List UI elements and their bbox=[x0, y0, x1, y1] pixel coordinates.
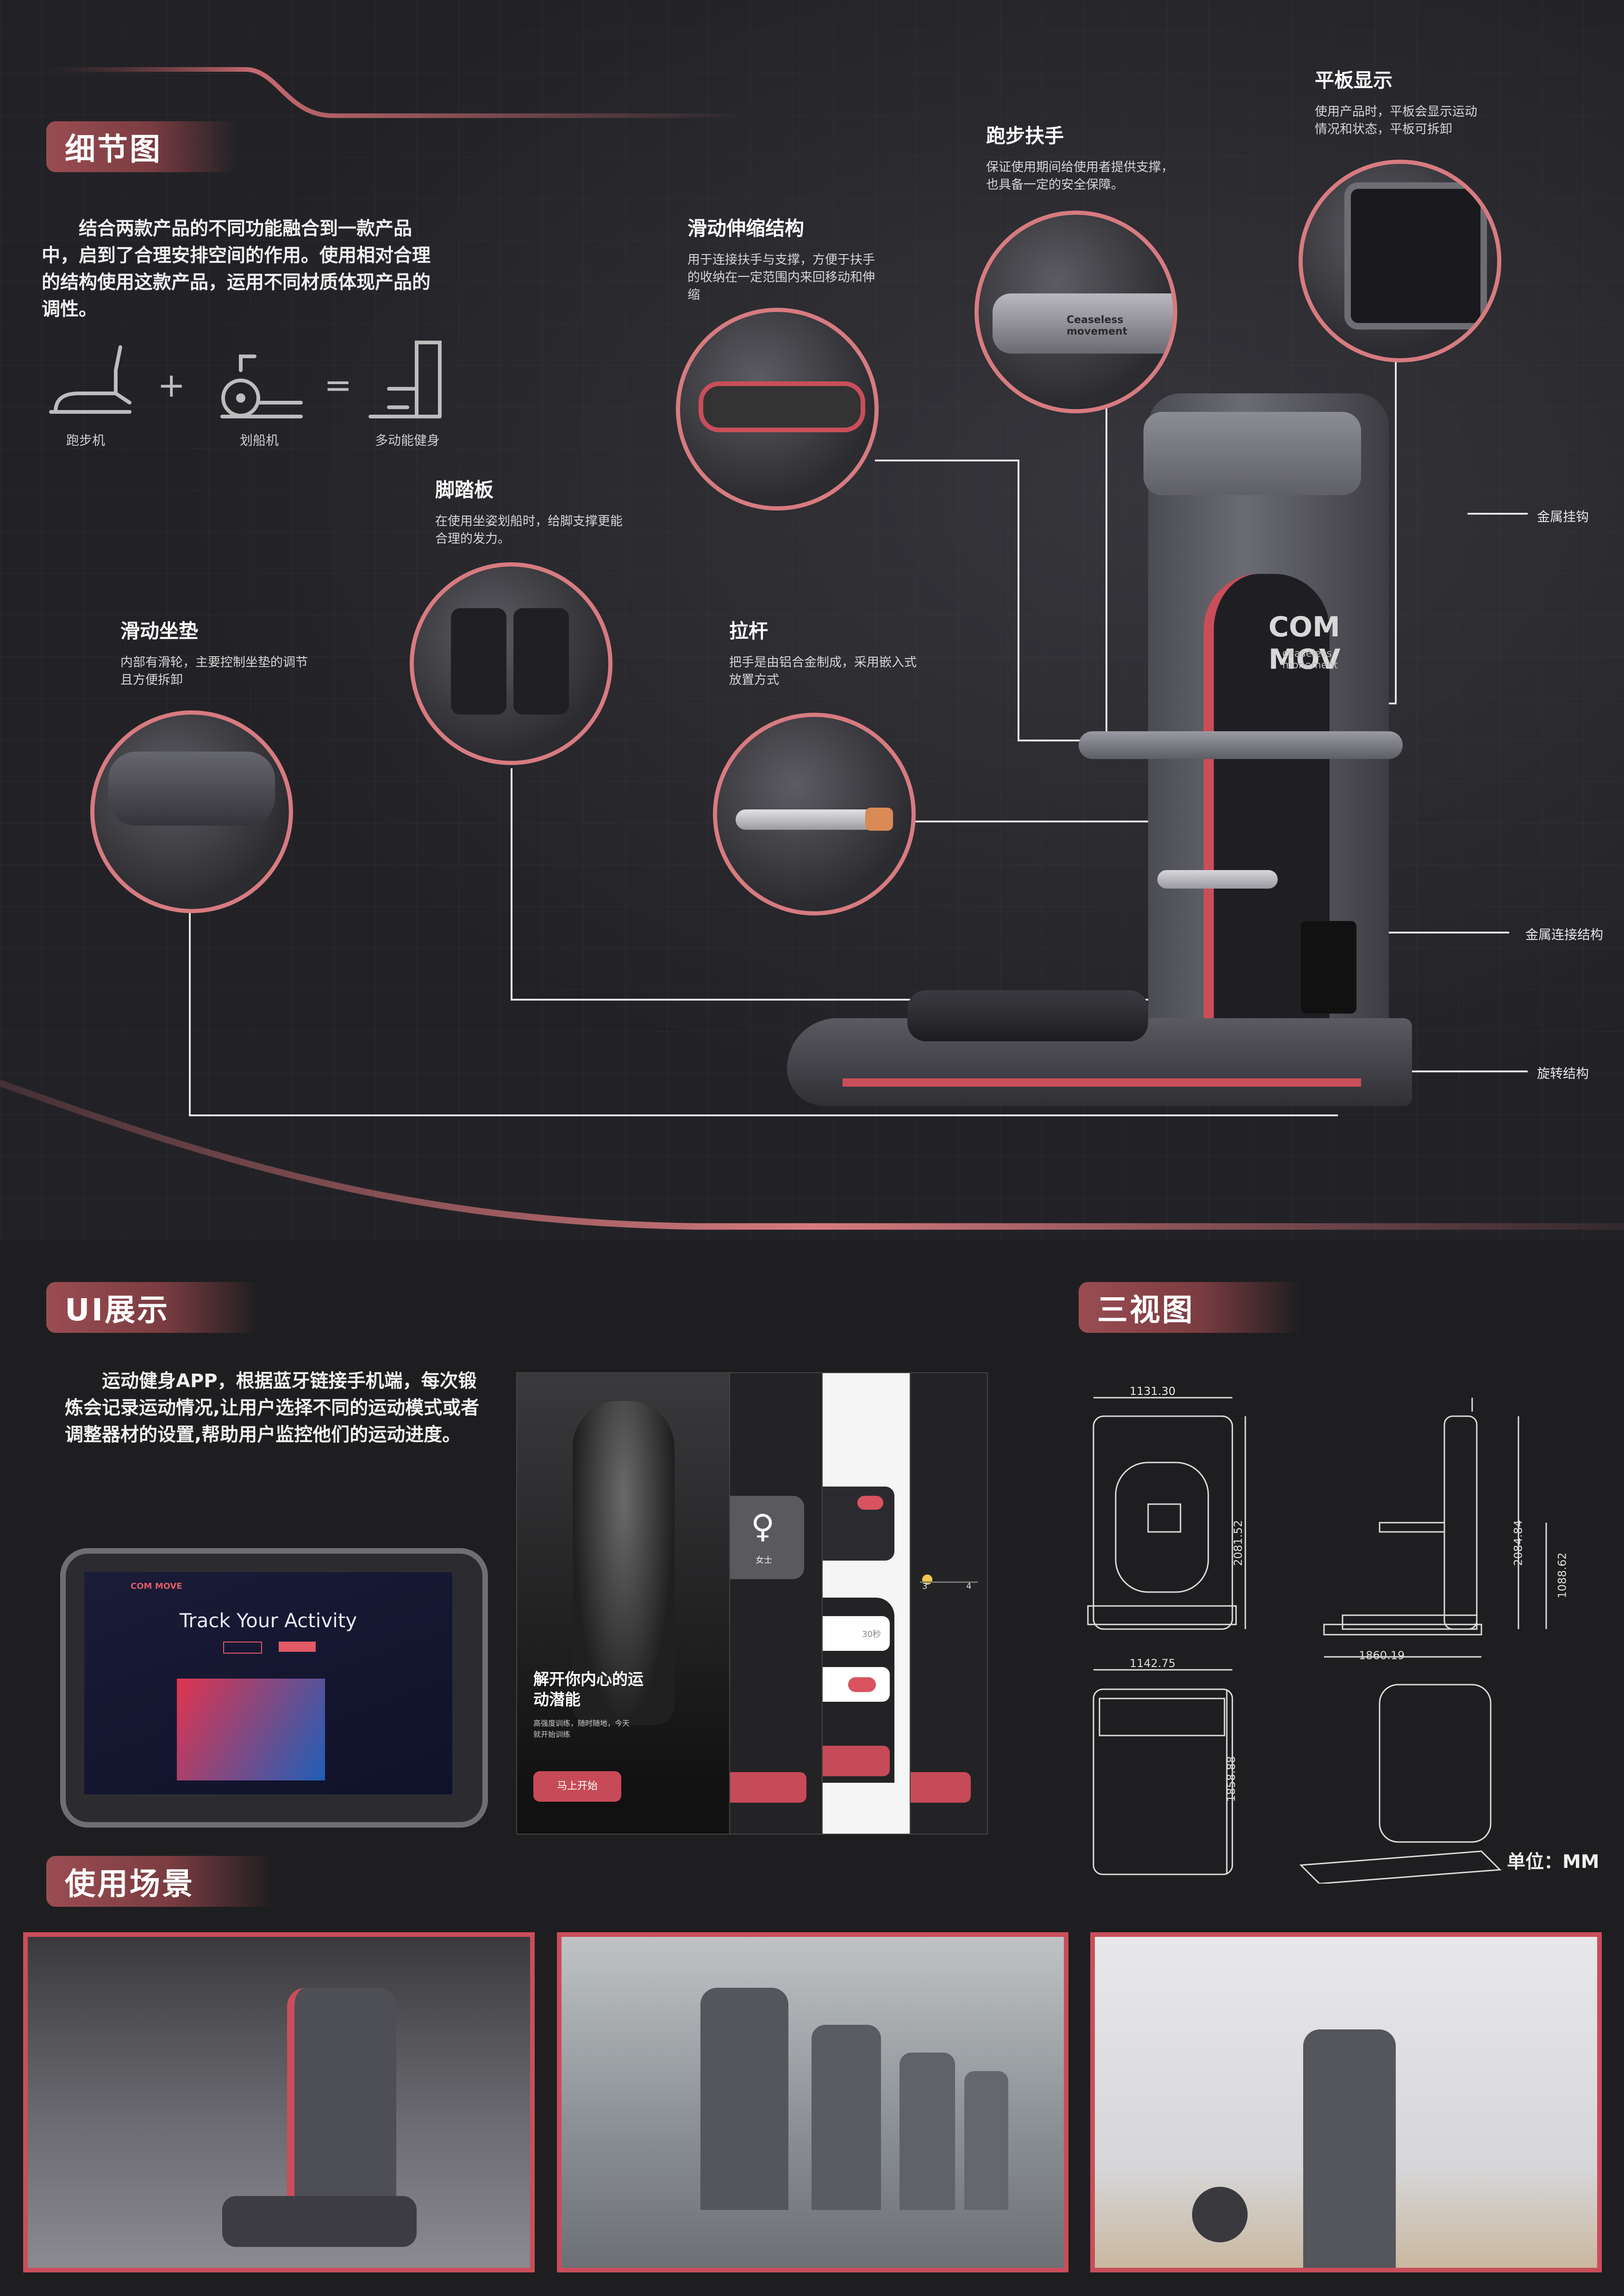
callout-handrail: 跑步扶手 保证使用期间给使用者提供支撑，也具备一定的安全保障。 bbox=[986, 120, 1181, 194]
rail-engraving: Ceaseless movement bbox=[1067, 314, 1128, 337]
callout-slide: 滑动伸缩结构 用于连接扶手与支撑，方便于扶手的收纳在一定范围内来回移动和伸缩 bbox=[687, 213, 882, 304]
time-value: 30秒 bbox=[862, 1630, 881, 1639]
dim-front-width-label: 1131.30 bbox=[1130, 1385, 1176, 1398]
pedal-detail-circle bbox=[410, 562, 612, 765]
section-title-views: 三视图 bbox=[1079, 1282, 1301, 1333]
level-slider-track[interactable] bbox=[920, 1581, 978, 1583]
tablet-logo: COM MOVE bbox=[131, 1581, 182, 1591]
handrail-detail-circle: Ceaseless movement bbox=[974, 211, 1177, 413]
callout-pedal: 脚踏板 在使用坐姿划船时，给脚支撑更能合理的发力。 bbox=[435, 474, 630, 548]
settings-panel: 30秒 bbox=[823, 1598, 894, 1783]
level-next-button[interactable] bbox=[911, 1772, 971, 1803]
callout-pedal-desc: 在使用坐姿划船时，给脚支撑更能合理的发力。 bbox=[435, 514, 623, 546]
callout-slide-desc: 用于连接扶手与支撑，方便于扶手的收纳在一定范围内来回移动和伸缩 bbox=[687, 253, 875, 302]
dim-side-height-label: 2084.84 bbox=[1512, 1520, 1525, 1566]
settings-card bbox=[823, 1487, 894, 1561]
dim-top-height-label: 1858.88 bbox=[1224, 1756, 1238, 1802]
callout-seat-desc: 内部有滑轮，主要控制坐垫的调节且方便拆卸 bbox=[120, 655, 308, 687]
machine-brand: COM MOV bbox=[1268, 611, 1341, 676]
section-title-detail: 细节图 bbox=[46, 121, 236, 172]
plus-sign: + bbox=[157, 366, 186, 404]
detail-intro: 结合两款产品的不同功能融合到一款产品中，启到了合理安排空间的作用。使用相对合理的… bbox=[42, 218, 431, 320]
formula-label-multi: 多动能健身 bbox=[375, 433, 440, 448]
gender-next-button[interactable] bbox=[730, 1772, 806, 1803]
multi-gym-icon bbox=[369, 341, 442, 418]
callout-seat: 滑动坐垫 内部有滑轮，主要控制坐垫的调节且方便拆卸 bbox=[120, 616, 315, 689]
product-render: COM MOV ceaseless monement bbox=[787, 380, 1574, 1129]
phone-screen-gender: ♀ 女士 bbox=[729, 1372, 824, 1835]
decor-curves bbox=[0, 67, 1624, 1230]
machine-seat bbox=[907, 990, 1148, 1041]
rowing-machine-icon bbox=[220, 355, 303, 418]
settings-toggle-1[interactable] bbox=[857, 1496, 883, 1510]
equals-sign: = bbox=[324, 366, 352, 404]
scene-gym-photo bbox=[23, 1932, 535, 2272]
ui-intro: 运动健身APP，根据蓝牙链接手机端，每次锻炼会记录运动情况,让用户选择不同的运动… bbox=[65, 1370, 480, 1445]
female-icon: ♀ bbox=[751, 1507, 775, 1545]
callout-handrail-desc: 保证使用期间给使用者提供支撑，也具备一定的安全保障。 bbox=[986, 160, 1174, 192]
machine-slogan: ceaseless monement bbox=[1282, 648, 1338, 671]
callout-slide-title: 滑动伸缩结构 bbox=[687, 217, 805, 240]
machine-handrail bbox=[1079, 731, 1403, 759]
gender-label: 女士 bbox=[756, 1556, 772, 1565]
callout-tablet: 平板显示 使用产品时，平板会显示运动情况和状态，平板可拆卸 bbox=[1315, 65, 1481, 138]
callout-pedal-title: 脚踏板 bbox=[435, 479, 494, 501]
machine-footrest bbox=[1301, 921, 1356, 1014]
settings-toggle-2[interactable] bbox=[848, 1677, 876, 1692]
seat-detail-circle bbox=[90, 710, 293, 913]
level-step-4-label: 4 bbox=[966, 1581, 972, 1591]
callout-handle: 拉杆 把手是由铝合金制成，采用嵌入式放置方式 bbox=[729, 616, 924, 689]
three-view-drawing: 1131.30 bbox=[1087, 1385, 1547, 1884]
phone-screen-settings: 30秒 bbox=[822, 1372, 912, 1835]
callout-tablet-desc: 使用产品时，平板会显示运动情况和状态，平板可拆卸 bbox=[1315, 105, 1477, 137]
section-title-ui: UI展示 bbox=[46, 1282, 259, 1333]
tablet-button-filled[interactable] bbox=[279, 1642, 316, 1652]
section-title-scenes: 使用场景 bbox=[46, 1856, 273, 1907]
scene-studio-photo bbox=[557, 1932, 1068, 2272]
tablet-detail-circle bbox=[1299, 160, 1501, 362]
machine-pull-handle bbox=[1157, 870, 1278, 889]
part-label-hook: 金属挂钩 bbox=[1537, 509, 1589, 524]
callout-seat-title: 滑动坐垫 bbox=[120, 620, 199, 642]
start-button[interactable]: 马上开始 bbox=[533, 1771, 621, 1802]
level-step-3-label: 3 bbox=[922, 1581, 928, 1591]
callout-handle-title: 拉杆 bbox=[729, 620, 768, 642]
settings-confirm-button[interactable] bbox=[823, 1746, 890, 1776]
machine-tablet-mount bbox=[1143, 412, 1361, 495]
tablet-device: COM MOVE Track Your Activity bbox=[60, 1548, 488, 1828]
machine-red-stripe bbox=[843, 1078, 1361, 1087]
gender-card[interactable]: ♀ 女士 bbox=[730, 1496, 804, 1579]
dim-front-width: 1131.30 bbox=[1130, 1385, 1175, 1398]
scene-home-photo bbox=[1090, 1932, 1602, 2272]
tablet-screen: COM MOVE Track Your Activity bbox=[84, 1572, 452, 1794]
treadmill-icon bbox=[49, 345, 131, 414]
callout-handle-desc: 把手是由铝合金制成，采用嵌入式放置方式 bbox=[729, 655, 917, 687]
time-field[interactable]: 30秒 bbox=[823, 1616, 890, 1651]
athlete-photo bbox=[573, 1401, 675, 1725]
phone-headline: 解开你内心的运动潜能 bbox=[533, 1670, 643, 1709]
slide-detail-circle bbox=[676, 308, 879, 510]
tablet-hero-image bbox=[177, 1679, 325, 1780]
tablet-headline: Track Your Activity bbox=[179, 1609, 357, 1632]
phone-screen-welcome: 解开你内心的运动潜能 高强度训练，随时随地，今天就开始训练 马上开始 bbox=[516, 1372, 731, 1835]
dim-side-mid-label: 1088.62 bbox=[1555, 1552, 1569, 1599]
unit-label: 单位：MM bbox=[1507, 1851, 1599, 1873]
formula-label-rower: 划船机 bbox=[239, 433, 279, 448]
callout-handrail-title: 跑步扶手 bbox=[986, 124, 1064, 147]
dim-top-width-label: 1142.75 bbox=[1130, 1657, 1176, 1670]
handle-detail-circle bbox=[713, 713, 916, 915]
toggle-field bbox=[823, 1667, 890, 1702]
formula-label-treadmill: 跑步机 bbox=[66, 433, 105, 448]
callout-tablet-title: 平板显示 bbox=[1315, 69, 1393, 92]
phone-screen-level: 3 4 bbox=[910, 1372, 988, 1835]
part-label-joint: 金属连接结构 bbox=[1525, 927, 1604, 942]
formula: + = 跑步机 划船机 多动能健身 bbox=[42, 338, 458, 458]
tablet-button-outline[interactable] bbox=[223, 1642, 262, 1654]
phone-subtitle: 高强度训练，随时随地，今天就开始训练 bbox=[533, 1719, 630, 1739]
dim-side-length-label: 1860.19 bbox=[1359, 1649, 1405, 1662]
part-label-rotate: 旋转结构 bbox=[1537, 1066, 1589, 1081]
dim-front-height-label: 2081.52 bbox=[1231, 1520, 1245, 1566]
